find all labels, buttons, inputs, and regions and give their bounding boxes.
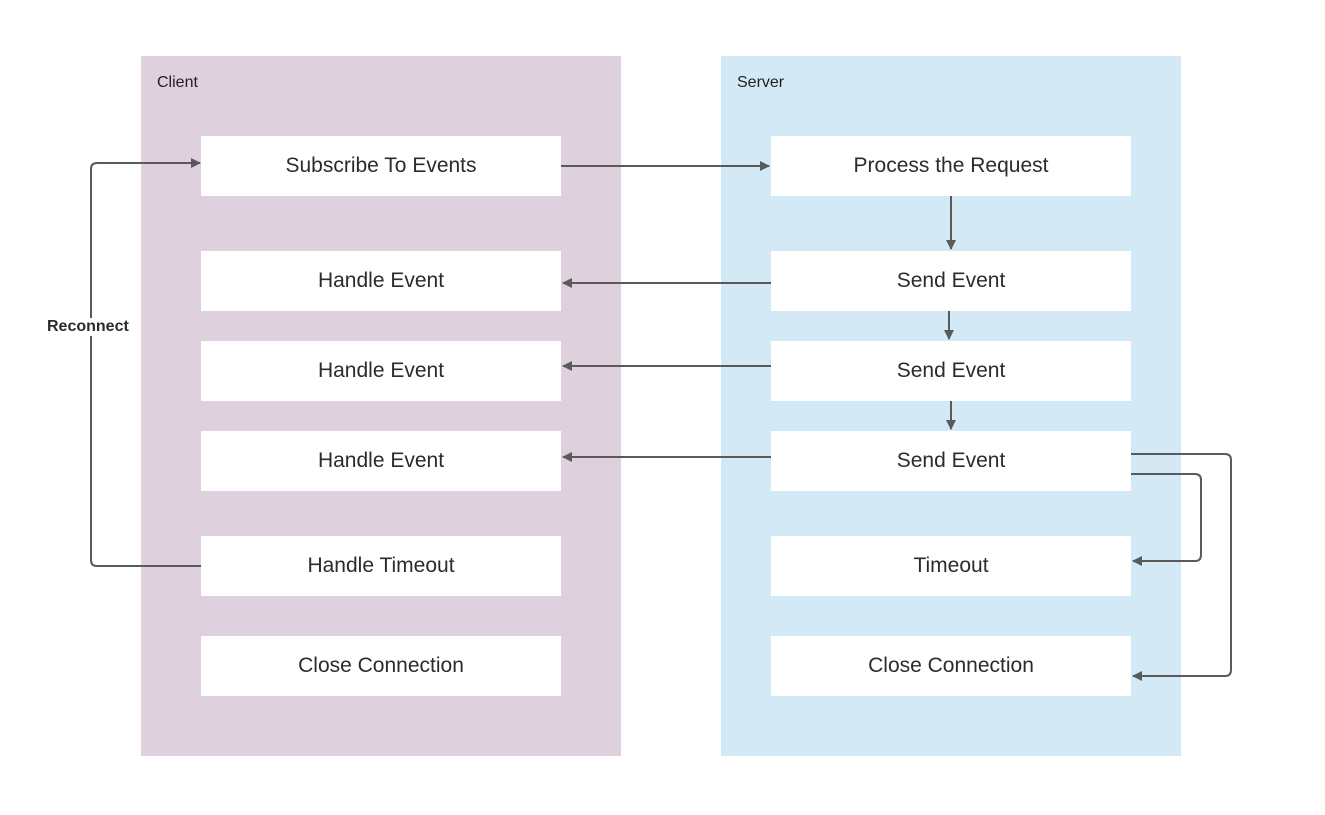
send-event-box-1: Send Event <box>771 251 1131 311</box>
send-event-box-2: Send Event <box>771 341 1131 401</box>
reconnect-label: Reconnect <box>46 318 130 336</box>
handle-event-box-2: Handle Event <box>201 341 561 401</box>
send-event-box-3: Send Event <box>771 431 1131 491</box>
subscribe-to-events-box: Subscribe To Events <box>201 136 561 196</box>
handle-event-box-1: Handle Event <box>201 251 561 311</box>
client-lane-title: Client <box>157 74 198 91</box>
handle-event-box-3: Handle Event <box>201 431 561 491</box>
server-close-connection-box: Close Connection <box>771 636 1131 696</box>
process-request-box: Process the Request <box>771 136 1131 196</box>
handle-timeout-box: Handle Timeout <box>201 536 561 596</box>
server-timeout-box: Timeout <box>771 536 1131 596</box>
server-lane-title: Server <box>737 74 785 91</box>
client-close-connection-box: Close Connection <box>201 636 561 696</box>
